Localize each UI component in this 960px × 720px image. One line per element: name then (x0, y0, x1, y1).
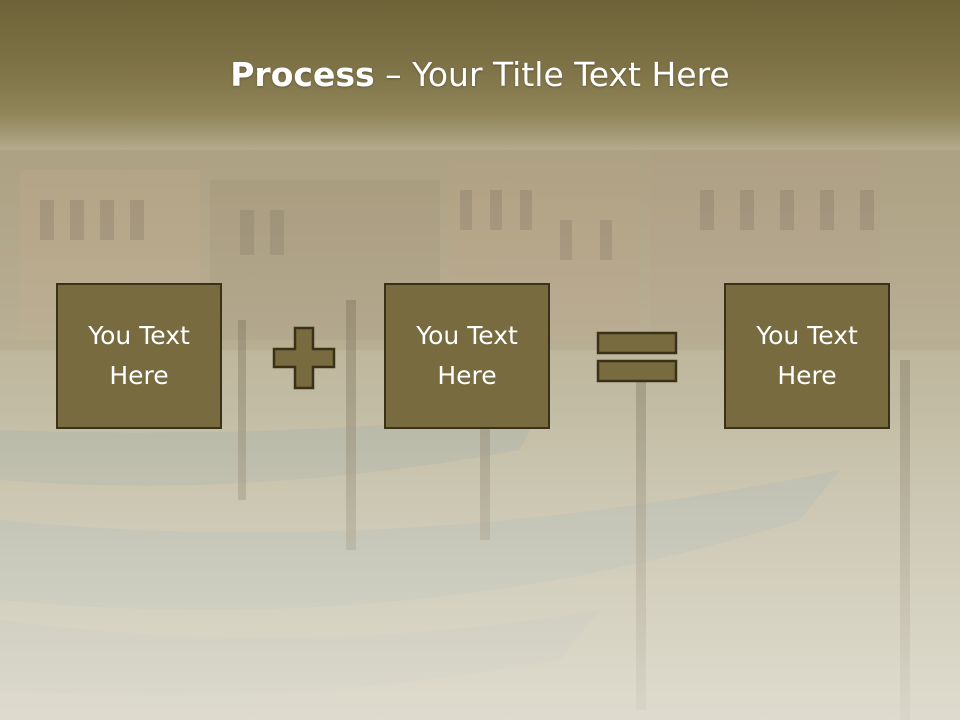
equals-icon (596, 331, 678, 383)
plus-icon (272, 326, 336, 390)
process-box-3[interactable]: You Text Here (724, 283, 890, 429)
title-bold-part: Process (230, 55, 375, 94)
process-box-2[interactable]: You Text Here (384, 283, 550, 429)
process-box-1-text: You Text Here (88, 321, 190, 390)
process-box-1[interactable]: You Text Here (56, 283, 222, 429)
process-box-3-text: You Text Here (756, 321, 858, 390)
title-rest-part: – Your Title Text Here (374, 55, 730, 94)
title-bar (0, 0, 960, 150)
slide-title[interactable]: Process – Your Title Text Here (0, 52, 960, 98)
process-box-2-text: You Text Here (416, 321, 518, 390)
